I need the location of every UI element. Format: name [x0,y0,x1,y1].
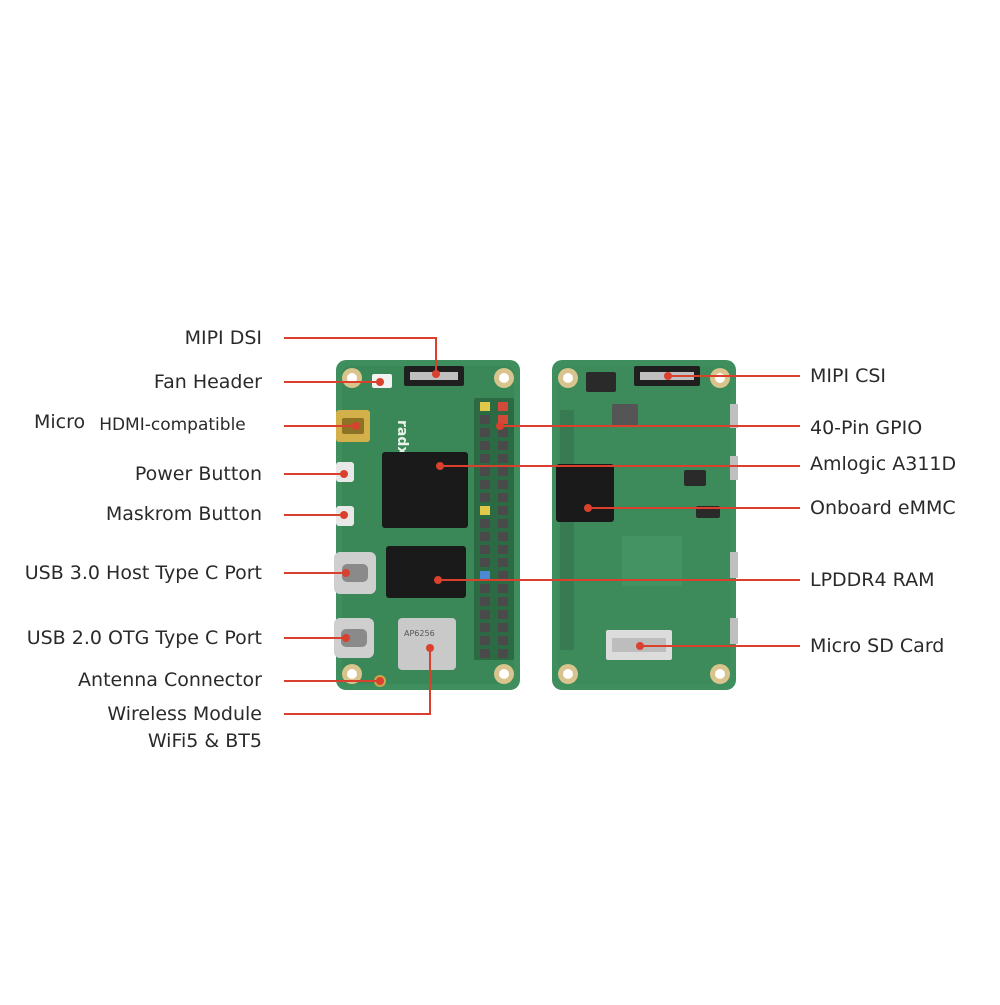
front-board: radxa AP6256 [334,360,520,690]
gpio-pin [480,506,490,515]
gpio-pin [498,506,508,515]
gpio-pin [480,454,490,463]
label-micro-sd: Micro SD Card [810,635,945,657]
label-usb2-otg: USB 2.0 OTG Type C Port [26,627,262,649]
gpio-pin [498,623,508,632]
callout-mipi-dsi [284,337,437,374]
gpio-pin [498,610,508,619]
label-fan-header: Fan Header [153,371,262,393]
gpio-back-pads [560,410,574,650]
gpio-pin [498,467,508,476]
gpio-header [474,398,514,660]
label-micro-hdmi-line1: Micro [34,411,86,433]
gpio-pin [498,649,508,658]
gpio-pin [498,532,508,541]
callout-dots [340,370,672,685]
gpio-pin [480,415,490,424]
gpio-pin [480,623,490,632]
label-usb3-host: USB 3.0 Host Type C Port [24,562,262,584]
gpio-pin [498,636,508,645]
callout-wireless [284,648,431,715]
callout-lines [284,337,800,715]
wireless-module-part [398,618,456,670]
gpio-pin [480,480,490,489]
soc-chip-front [382,452,468,528]
label-emmc: Onboard eMMC [810,497,956,519]
emmc-chip [556,464,614,522]
gpio-pin [498,428,508,437]
label-power-button: Power Button [134,463,262,485]
gpio-pin [498,571,508,580]
label-wireless-module: Wireless Module WiFi5 & BT5 [107,702,262,753]
gpio-pin [480,610,490,619]
gpio-pin [498,597,508,606]
gpio-header-base [474,398,514,660]
gpio-pin [498,519,508,528]
gpio-pin [498,402,508,411]
label-gpio-40: 40-Pin GPIO [810,417,923,439]
gpio-pin [480,493,490,502]
label-wireless-module-line1: Wireless Module [107,703,262,725]
lpddr4-chip [386,546,466,598]
gpio-pin [480,584,490,593]
label-lpddr4: LPDDR4 RAM [810,569,935,591]
label-wireless-module-line2: WiFi5 & BT5 [147,730,262,752]
gpio-pin [480,519,490,528]
gpio-pin [498,493,508,502]
label-micro-hdmi-line2: HDMI-compatible [99,415,246,435]
label-micro-hdmi: Micro HDMI-compatible [34,410,246,435]
wifi-chip-label: AP6256 [404,629,435,638]
gpio-pin [498,441,508,450]
gpio-pin [498,584,508,593]
label-maskrom-button: Maskrom Button [105,503,262,525]
back-board [552,360,738,690]
gpio-pin [480,636,490,645]
gpio-pin [480,545,490,554]
gpio-pin [480,597,490,606]
gpio-pin [498,454,508,463]
gpio-pin [480,428,490,437]
gpio-pin [480,571,490,580]
gpio-pin [480,532,490,541]
gpio-pin [498,558,508,567]
gpio-pin [498,480,508,489]
gpio-pin [480,402,490,411]
gpio-pin [498,415,508,424]
label-mipi-csi: MIPI CSI [810,365,887,387]
label-soc: Amlogic A311D [810,453,957,475]
label-antenna-connector: Antenna Connector [78,669,262,691]
gpio-pin [480,649,490,658]
gpio-pin [480,441,490,450]
label-mipi-dsi: MIPI DSI [184,327,262,349]
gpio-pin [480,558,490,567]
gpio-pin [480,467,490,476]
gpio-pin [498,545,508,554]
